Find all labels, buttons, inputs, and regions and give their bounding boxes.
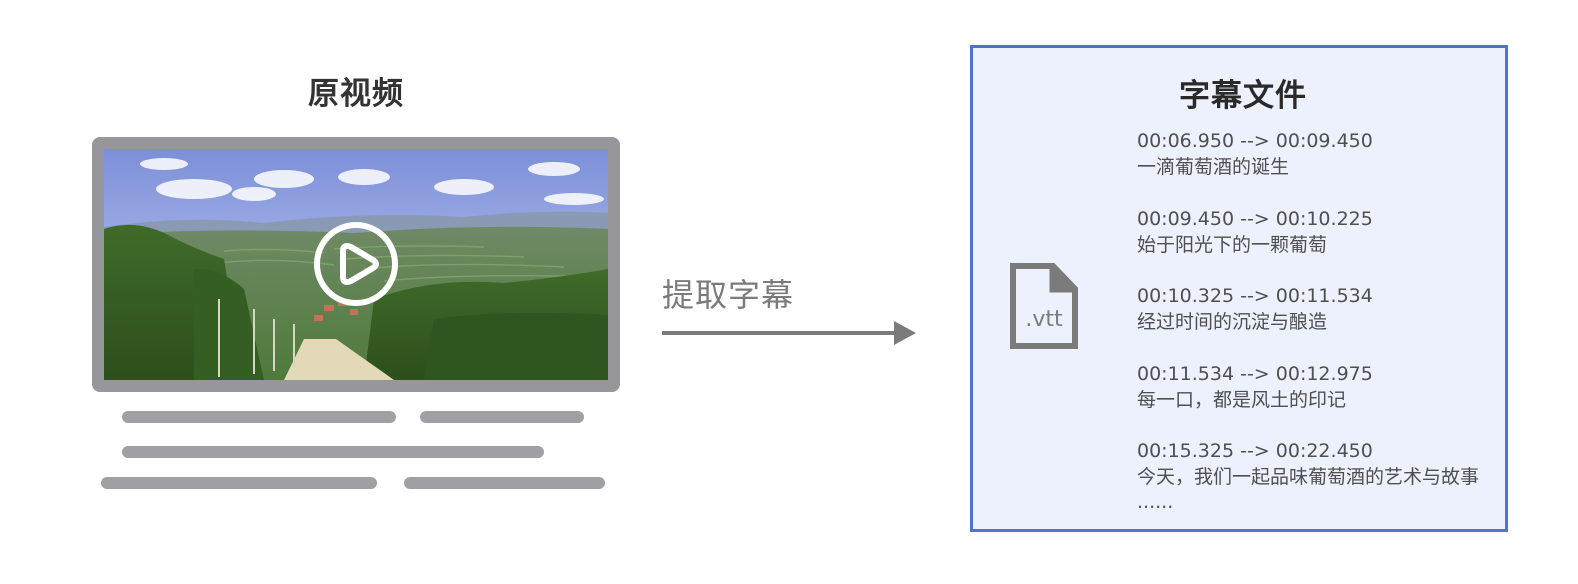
cue-timestamp: 00:09.450 --> 00:10.225 [1137,207,1373,230]
video-player-frame [92,137,620,392]
cue-timestamp: 00:06.950 --> 00:09.450 [1137,130,1373,152]
cue-timestamp: 00:15.325 --> 00:22.450 [1137,440,1373,462]
subtitle-cue: 00:06.950 --> 00:09.450 一滴葡萄酒的诞生 [1137,128,1497,206]
subtitle-cue: 00:15.325 --> 00:22.450 今天，我们一起品味葡萄酒的艺术与… [1137,438,1497,516]
subtitle-file-title: 字幕文件 [1179,78,1307,114]
subtitle-file-panel: 字幕文件 .vtt 00:06.950 --> 00:09.450 一滴葡萄酒的… [970,45,1508,532]
cue-text: 每一口，都是风土的印记 [1137,388,1347,411]
cue-timestamp: 00:10.325 --> 00:11.534 [1137,285,1373,307]
subtitle-cue-list: 00:06.950 --> 00:09.450 一滴葡萄酒的诞生 00:09.4… [1137,128,1497,516]
cue-timestamp: 00:11.534 --> 00:12.975 [1137,362,1373,385]
video-thumbnail[interactable] [104,149,608,380]
cue-text: 经过时间的沉淀与酿造 [1137,311,1328,333]
file-icon: .vtt [1010,263,1078,349]
file-extension-label: .vtt [1025,307,1063,332]
caption-placeholder-line [404,477,605,489]
extract-subtitles-label: 提取字幕 [662,276,795,314]
caption-placeholder-line [122,411,396,423]
caption-placeholder-line [122,446,544,458]
arrow-right-icon [662,321,916,345]
source-video-title: 原视频 [308,76,404,112]
more-cues-ellipsis: ...... [1137,491,1174,513]
caption-placeholder-line [420,411,584,423]
subtitle-cue: 00:09.450 --> 00:10.225 始于阳光下的一颗葡萄 [1137,206,1497,284]
subtitle-cue: 00:11.534 --> 00:12.975 每一口，都是风土的印记 [1137,361,1497,439]
caption-placeholder-line [101,477,377,489]
play-icon[interactable] [313,221,399,307]
cue-text: 始于阳光下的一颗葡萄 [1137,233,1328,256]
cue-text: 今天，我们一起品味葡萄酒的艺术与故事 [1137,466,1480,488]
cue-text: 一滴葡萄酒的诞生 [1137,156,1290,178]
subtitle-cue: 00:10.325 --> 00:11.534 经过时间的沉淀与酿造 [1137,283,1497,361]
